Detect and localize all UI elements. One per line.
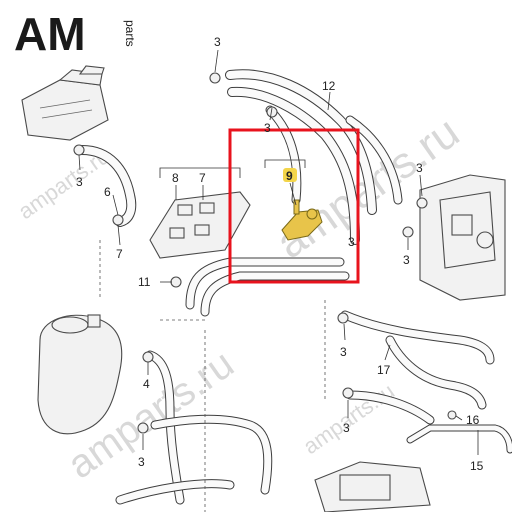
callout-9: 9 xyxy=(286,169,293,183)
right-module xyxy=(419,174,506,301)
group-brackets xyxy=(159,159,306,178)
control-unit-box xyxy=(314,461,431,512)
hose-left-6 xyxy=(77,145,137,227)
callout-12: 12 xyxy=(322,79,336,93)
callout-3-mid: 3 xyxy=(340,345,347,359)
part-9-bracket xyxy=(281,199,323,241)
callout-15: 15 xyxy=(470,459,484,473)
hose-lower-right xyxy=(345,390,435,425)
logo-subtext: parts xyxy=(123,20,137,47)
callout-8: 8 xyxy=(172,171,179,185)
hose-right-17 xyxy=(340,310,495,410)
callout-6: 6 xyxy=(104,185,111,199)
callout-4: 4 xyxy=(143,377,150,391)
pipe-15 xyxy=(406,424,512,454)
callout-7-bracket: 7 xyxy=(199,171,206,185)
callout-3-right-top: 3 xyxy=(416,161,423,175)
callout-16: 16 xyxy=(466,413,480,427)
callout-3-box-edge: 3 xyxy=(348,235,355,249)
amparts-logo: AM parts xyxy=(14,8,137,60)
callout-3-lower-left: 3 xyxy=(138,455,145,469)
part-9-label-bg xyxy=(283,168,297,182)
coolant-pump-block xyxy=(21,65,109,141)
callout-3-right: 3 xyxy=(403,253,410,267)
callouts: 3 12 3 3 8 7 6 7 11 3 3 3 17 4 3 3 16 15… xyxy=(76,35,484,473)
callout-3-top: 3 xyxy=(214,35,221,49)
callout-7-left: 7 xyxy=(116,247,123,261)
callout-3-lower-right: 3 xyxy=(343,421,350,435)
callout-17: 17 xyxy=(377,363,391,377)
highlight-box xyxy=(228,128,360,284)
leader-lines xyxy=(78,49,479,455)
bracket-8 xyxy=(149,191,251,259)
callout-11: 11 xyxy=(138,275,151,289)
expansion-tank xyxy=(37,314,123,435)
hose-bundle-upper xyxy=(225,69,403,245)
reference-lines xyxy=(99,240,326,512)
logo-text: AM xyxy=(14,8,86,60)
callout-3-left: 3 xyxy=(76,175,83,189)
callout-3-upper-center: 3 xyxy=(264,121,271,135)
coolant-pipe-center xyxy=(185,257,350,317)
hose-lower-left xyxy=(115,350,273,505)
